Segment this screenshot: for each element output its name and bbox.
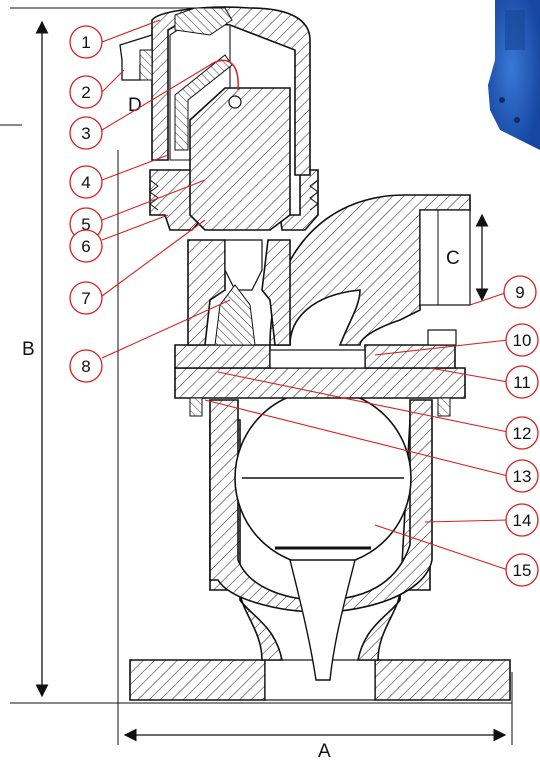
dimension-d-label: D xyxy=(128,95,142,116)
callout-10: 10 xyxy=(505,323,539,357)
svg-text:12: 12 xyxy=(513,424,532,443)
svg-text:13: 13 xyxy=(513,467,532,486)
svg-text:14: 14 xyxy=(513,511,532,530)
dimension-c-label: C xyxy=(446,248,460,269)
dimension-b: B xyxy=(10,7,512,704)
svg-text:10: 10 xyxy=(513,331,532,350)
callout-6: 6 xyxy=(69,229,103,263)
callouts: 1 2 3 4 5 6 7 8 9 10 11 12 13 14 15 xyxy=(69,25,539,587)
callout-15: 15 xyxy=(505,553,539,587)
svg-text:6: 6 xyxy=(81,237,90,256)
callout-leaders xyxy=(101,19,509,571)
valve-body xyxy=(119,6,511,701)
callout-9: 9 xyxy=(503,275,537,309)
svg-text:8: 8 xyxy=(81,357,90,376)
dimension-b-label: B xyxy=(22,339,35,360)
svg-text:9: 9 xyxy=(515,283,524,302)
callout-2: 2 xyxy=(69,75,103,109)
callout-1: 1 xyxy=(69,25,103,59)
dimension-a: A xyxy=(117,150,513,760)
callout-12: 12 xyxy=(505,416,539,450)
svg-text:5: 5 xyxy=(81,215,90,234)
callout-14: 14 xyxy=(505,503,539,537)
dimension-c: C xyxy=(446,213,489,302)
callout-8: 8 xyxy=(69,349,103,383)
svg-text:3: 3 xyxy=(81,124,90,143)
svg-text:15: 15 xyxy=(513,561,532,580)
callout-11: 11 xyxy=(505,365,539,399)
valve-photo xyxy=(488,0,540,150)
callout-7: 7 xyxy=(69,281,103,315)
svg-text:2: 2 xyxy=(81,83,90,102)
svg-text:4: 4 xyxy=(81,173,90,192)
callout-4: 4 xyxy=(69,165,103,199)
dimension-a-label: A xyxy=(318,741,331,760)
callout-13: 13 xyxy=(505,459,539,493)
svg-text:1: 1 xyxy=(81,33,90,52)
svg-text:11: 11 xyxy=(513,373,531,392)
svg-text:7: 7 xyxy=(81,289,90,308)
callout-3: 3 xyxy=(69,116,103,150)
